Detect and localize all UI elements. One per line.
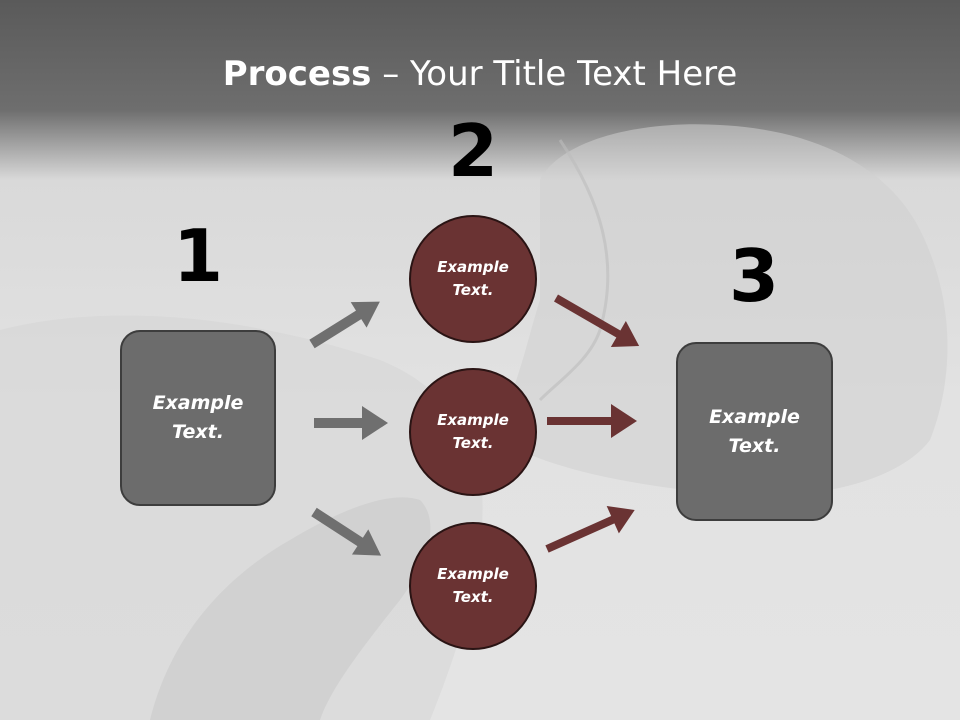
step-3-number: 3 (728, 234, 780, 318)
step-1-number: 1 (172, 214, 224, 298)
arrow-down-right-gray (311, 507, 382, 556)
step-1-label: Example Text. (152, 392, 244, 443)
step-2-label-2: Example Text. (437, 411, 509, 452)
red-arrows (545, 294, 640, 553)
title-bold: Process (222, 54, 372, 94)
step-2-circle-3: Example Text. (409, 522, 537, 650)
step-2-label-3: Example Text. (437, 565, 509, 606)
step-2-circle-1: Example Text. (409, 215, 537, 343)
gray-arrows (309, 301, 388, 556)
slide-title: Process – Your Title Text Here (0, 52, 960, 96)
step-3-label: Example Text. (709, 405, 800, 457)
arrow-up-right-red (545, 506, 635, 553)
arrow-right-gray (314, 406, 388, 440)
step-2-label-1: Example Text. (437, 258, 509, 299)
step-3-box: Example Text. (676, 342, 833, 521)
arrow-up-right-gray (309, 301, 380, 349)
step-2-circle-2: Example Text. (409, 368, 537, 496)
step-1-box: Example Text. (120, 330, 276, 506)
arrow-down-right-red (554, 294, 640, 347)
title-rest: – Your Title Text Here (371, 54, 738, 94)
arrow-right-red (547, 404, 637, 438)
step-2-number: 2 (447, 109, 499, 193)
